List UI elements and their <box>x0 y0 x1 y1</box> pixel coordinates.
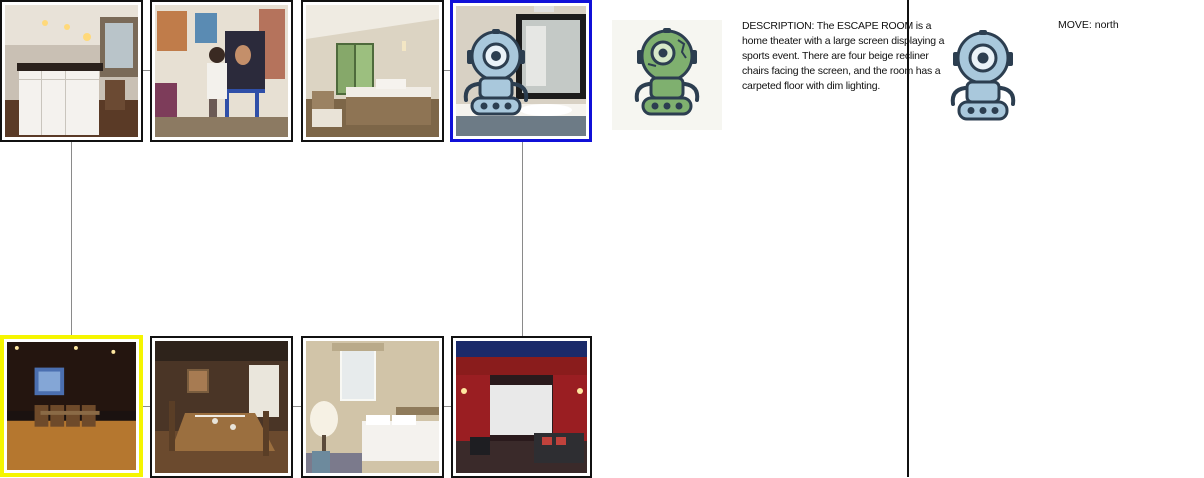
move-command: MOVE: north <box>1058 19 1119 31</box>
rustic-dining-photo <box>155 341 288 473</box>
agent-robot-icon <box>944 28 1022 122</box>
room-kitchen[interactable] <box>0 0 143 142</box>
room-bathroom-current[interactable] <box>450 0 592 142</box>
kitchen-photo <box>5 5 138 137</box>
connector-h-bottom-3 <box>443 406 451 407</box>
connector-v-left <box>71 142 72 336</box>
red-theater-photo <box>456 341 587 473</box>
bright-bedroom-photo <box>306 341 439 473</box>
robot-avatar-icon <box>458 28 534 116</box>
room-description: DESCRIPTION: The ESCAPE ROOM is a home t… <box>742 20 945 92</box>
room-bedroom-patio[interactable] <box>301 0 444 142</box>
art-studio-photo <box>155 5 288 137</box>
bathroom-photo <box>456 6 586 136</box>
panel-divider <box>907 0 909 477</box>
room-home-theater-target[interactable] <box>0 335 143 477</box>
connector-h-top-1 <box>141 70 151 71</box>
connector-h-top-3 <box>443 70 451 71</box>
room-rustic-dining[interactable] <box>150 336 293 478</box>
home-theater-photo <box>7 342 136 470</box>
connector-h-bottom-2 <box>292 406 301 407</box>
observer-robot-icon <box>612 20 722 130</box>
connector-v-right <box>522 142 523 336</box>
connector-h-bottom-1 <box>143 406 151 407</box>
room-red-theater[interactable] <box>451 336 592 478</box>
bedroom-patio-photo <box>306 5 439 137</box>
room-art-studio[interactable] <box>150 0 293 142</box>
room-bright-bedroom[interactable] <box>301 336 444 478</box>
